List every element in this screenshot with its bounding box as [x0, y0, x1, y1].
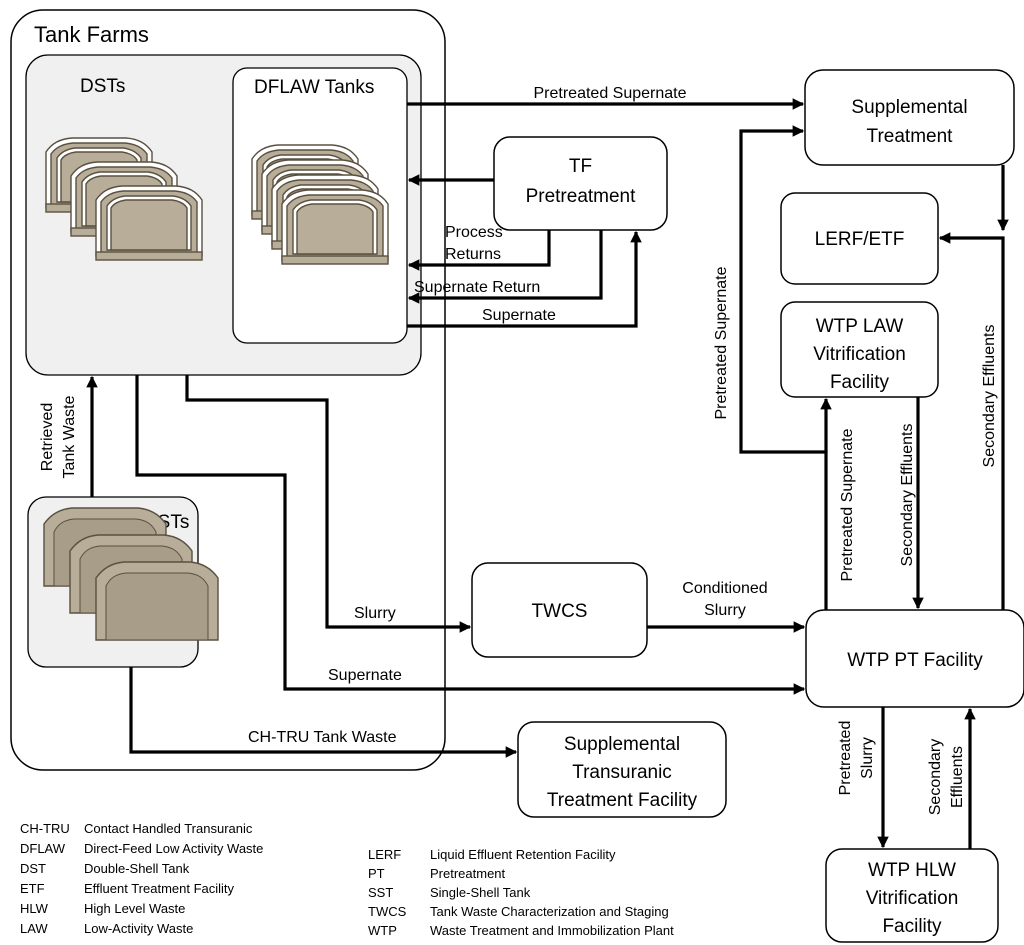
- label-process-returns-1: Process: [445, 224, 503, 241]
- supplemental-tru-line1: Supplemental: [564, 734, 680, 755]
- legend-right: LERF Liquid Effluent Retention Facility …: [368, 847, 674, 938]
- legend-desc: Liquid Effluent Retention Facility: [430, 847, 616, 862]
- supplemental-tru-box: Supplemental Transuranic Treatment Facil…: [517, 721, 727, 818]
- legend-abbr: ETF: [20, 881, 45, 896]
- legend-abbr: TWCS: [368, 904, 407, 919]
- legend-desc: Double-Shell Tank: [84, 861, 190, 876]
- legend-desc: Tank Waste Characterization and Staging: [430, 904, 669, 919]
- legend-desc: Single-Shell Tank: [430, 885, 531, 900]
- legend-desc: Pretreatment: [430, 866, 506, 881]
- twcs-box: TWCS: [471, 562, 648, 658]
- arrow-secondary-effluents-right: [938, 232, 1005, 610]
- legend-desc: Contact Handled Transuranic: [84, 821, 253, 836]
- arrow-supernate-return: [407, 230, 603, 304]
- legend-abbr: SST: [368, 885, 393, 900]
- lerf-etf-label: LERF/ETF: [815, 229, 905, 250]
- supplemental-treatment-line1: Supplemental: [851, 97, 967, 118]
- legend-abbr: DFLAW: [20, 841, 66, 856]
- flow-labels: Pretreated Supernate Process Returns Sup…: [39, 85, 998, 815]
- tank-farms-title: Tank Farms: [34, 22, 149, 47]
- flow-arrows: [86, 98, 1009, 849]
- label-supernate-pt: Supernate: [328, 667, 402, 684]
- dsts-title: DSTs: [80, 76, 125, 97]
- legend-abbr: CH-TRU: [20, 821, 70, 836]
- label-pretreated-supernate-top: Pretreated Supernate: [534, 85, 687, 102]
- legend-desc: High Level Waste: [84, 901, 185, 916]
- label-secondary-effluents-hlw-1: Secondary: [927, 739, 944, 816]
- wtp-pt-label: WTP PT Facility: [847, 650, 983, 671]
- arrow-ch-tru: [129, 667, 518, 758]
- label-ch-tru: CH-TRU Tank Waste: [248, 729, 397, 746]
- legend-desc: Direct-Feed Low Activity Waste: [84, 841, 263, 856]
- lerf-etf-box: LERF/ETF: [780, 192, 939, 285]
- label-retrieved-1: Retrieved: [39, 403, 56, 471]
- label-pretreated-slurry-2: Slurry: [859, 737, 876, 779]
- tf-pretreatment-line1: TF: [569, 156, 592, 177]
- legend-abbr: PT: [368, 866, 385, 881]
- arrow-supernate-pt: [135, 375, 806, 695]
- label-conditioned-1: Conditioned: [682, 580, 767, 597]
- arrow-process-returns: [407, 230, 551, 271]
- label-secondary-effluents-law: Secondary Effluents: [899, 424, 916, 567]
- tf-pretreatment-box: TF Pretreatment: [493, 136, 668, 231]
- wtp-law-line1: WTP LAW: [816, 316, 904, 337]
- label-secondary-effluents-right: Secondary Effluents: [981, 325, 998, 468]
- legend-desc: Low-Activity Waste: [84, 921, 193, 936]
- legend-abbr: HLW: [20, 901, 49, 916]
- legend-abbr: DST: [20, 861, 46, 876]
- legend-desc: Effluent Treatment Facility: [84, 881, 235, 896]
- legend-desc: Waste Treatment and Immobilization Plant: [430, 923, 674, 938]
- dflaw-tanks-title: DFLAW Tanks: [254, 77, 374, 98]
- arrow-supernate-to-tf: [407, 230, 642, 328]
- wtp-hlw-line2: Vitrification: [866, 888, 959, 909]
- wtp-law-line2: Vitrification: [813, 344, 906, 365]
- wtp-hlw-line1: WTP HLW: [868, 860, 956, 881]
- label-slurry: Slurry: [354, 605, 396, 622]
- wtp-law-box: WTP LAW Vitrification Facility: [780, 301, 939, 398]
- label-supernate-dflaw: Supernate: [482, 307, 556, 324]
- arrow-slurry: [185, 375, 472, 633]
- legend-abbr: LERF: [368, 847, 401, 862]
- label-supernate-return: Supernate Return: [414, 279, 540, 296]
- wtp-hlw-box: WTP HLW Vitrification Facility: [825, 848, 999, 943]
- supplemental-tru-line2: Transuranic: [572, 762, 672, 783]
- legend-left: CH-TRU Contact Handled Transuranic DFLAW…: [20, 821, 263, 936]
- legend-abbr: WTP: [368, 923, 397, 938]
- wtp-hlw-line3: Facility: [882, 916, 942, 937]
- tank-farms-group: Tank Farms DSTs DFLAW Tanks SSTs: [10, 9, 446, 771]
- twcs-label: TWCS: [532, 601, 588, 622]
- label-process-returns-2: Returns: [445, 246, 501, 263]
- wtp-law-line3: Facility: [830, 372, 890, 393]
- supplemental-treatment-box: Supplemental Treatment: [804, 69, 1015, 166]
- label-conditioned-2: Slurry: [704, 602, 746, 619]
- label-pretreated-supernate-vertical-left: Pretreated Supernate: [713, 266, 730, 419]
- wtp-pt-box: WTP PT Facility: [805, 609, 1024, 708]
- legend-abbr: LAW: [20, 921, 48, 936]
- supplemental-tru-line3: Treatment Facility: [547, 790, 698, 811]
- tf-pretreatment-line2: Pretreatment: [526, 186, 637, 207]
- label-secondary-effluents-hlw-2: Effluents: [949, 746, 966, 808]
- label-pretreated-slurry-1: Pretreated: [837, 721, 854, 796]
- arrow-pretreated-supernate-loop: [739, 125, 828, 610]
- label-pretreated-supernate-vertical-law: Pretreated Supernate: [839, 428, 856, 581]
- label-retrieved-2: Tank Waste: [61, 395, 78, 478]
- supplemental-treatment-line2: Treatment: [867, 126, 954, 147]
